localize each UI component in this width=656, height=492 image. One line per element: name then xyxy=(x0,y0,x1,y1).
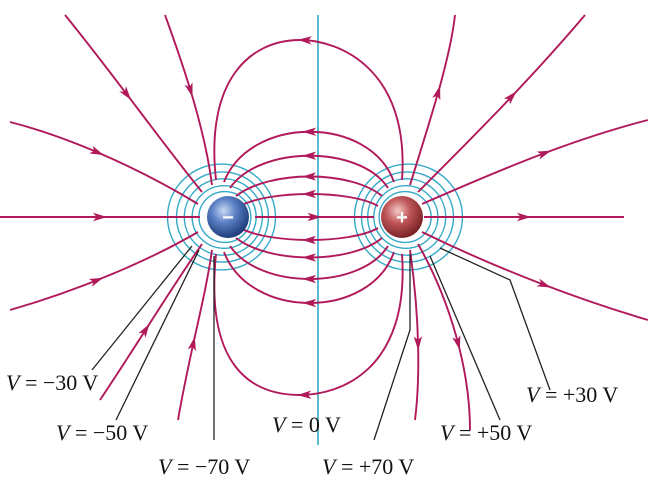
field-arrowhead xyxy=(93,212,107,222)
negative-charge: − xyxy=(207,196,249,238)
positive-charge: + xyxy=(381,196,423,238)
field-line-pos-down-1 xyxy=(409,249,420,421)
field-arrowhead xyxy=(302,127,317,136)
electric-field-lines xyxy=(0,14,649,431)
leader-neg30 xyxy=(91,245,193,371)
field-arrowhead xyxy=(88,277,104,287)
field-arrowhead xyxy=(503,91,517,105)
field-arrowhead xyxy=(187,336,196,352)
field-line-pos-up-1 xyxy=(409,14,456,186)
field-arrowhead xyxy=(302,189,317,199)
field-arrowhead xyxy=(536,150,552,160)
field-arrowhead xyxy=(89,145,104,156)
field-arrowhead xyxy=(536,278,552,288)
label-v-pos30: V = +30 V xyxy=(526,382,618,407)
field-arrowhead xyxy=(432,85,441,101)
field-arrowhead xyxy=(302,172,317,181)
field-arrowhead xyxy=(297,36,312,45)
field-line-pos-down-2 xyxy=(417,243,471,431)
leader-pos30 xyxy=(439,247,551,391)
field-arrowhead xyxy=(297,390,312,399)
field-arrowhead xyxy=(302,151,317,160)
field-line-pos-up-2 xyxy=(417,14,586,193)
field-arrowhead xyxy=(307,212,322,222)
label-v-neg30: V = −30 V xyxy=(6,370,98,395)
field-line-pos-up-3 xyxy=(421,119,649,205)
field-line-neg-down-1 xyxy=(177,249,213,421)
field-arrowhead xyxy=(452,335,461,350)
field-line-neg-up-3 xyxy=(9,121,199,205)
field-line-loop-9 xyxy=(213,39,404,181)
field-line-pos-down-3 xyxy=(421,231,649,321)
field-line-neg-up-2 xyxy=(64,14,203,193)
label-v-neg50: V = −50 V xyxy=(56,420,148,445)
label-v-pos50: V = +50 V xyxy=(440,420,532,445)
label-v-neg70: V = −70 V xyxy=(158,454,250,479)
field-arrowhead xyxy=(302,235,317,245)
field-line-neg-up-1 xyxy=(164,14,213,186)
field-arrowhead xyxy=(302,274,317,284)
field-arrowhead xyxy=(413,336,423,351)
leader-lines xyxy=(91,245,551,441)
field-arrowhead xyxy=(517,212,531,222)
leader-neg50 xyxy=(115,249,200,421)
field-line-neg-down-3 xyxy=(9,231,199,311)
field-line-loop-10 xyxy=(213,253,404,396)
positive-charge-sign: + xyxy=(396,207,408,229)
negative-charge-sign: − xyxy=(222,207,234,229)
label-v-pos70: V = +70 V xyxy=(322,454,414,479)
label-v-zero: V = 0 V xyxy=(272,412,341,437)
field-arrowhead xyxy=(184,82,193,97)
leader-pos70 xyxy=(373,254,411,441)
leader-pos50 xyxy=(429,255,501,421)
field-arrowhead xyxy=(119,86,132,100)
field-arrowhead xyxy=(302,253,317,262)
field-arrows xyxy=(88,36,552,399)
field-arrowhead xyxy=(138,323,150,338)
field-line-neg-down-2 xyxy=(99,243,203,401)
field-arrowhead xyxy=(302,298,317,308)
